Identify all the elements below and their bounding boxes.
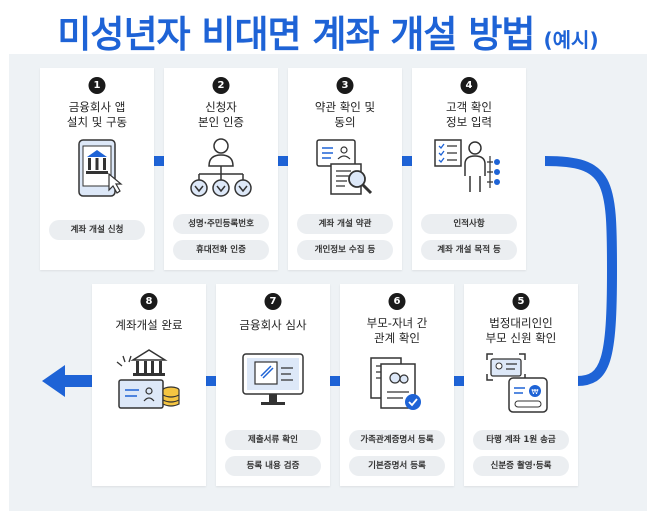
document-magnifier-icon <box>316 139 373 195</box>
step-label: 금융회사 앱 설치 및 구동 <box>66 100 128 129</box>
step-number: 1 <box>88 77 106 94</box>
connector-5-6 <box>452 376 468 386</box>
page-title: 미성년자 비대면 계좌 개설 방법 (예시) <box>0 4 656 58</box>
monitor-review-icon <box>242 353 304 405</box>
step-number: 4 <box>460 77 478 94</box>
connector-2-3 <box>276 156 292 166</box>
title-main: 미성년자 비대면 계좌 개설 방법 <box>57 13 535 56</box>
connector-3-4 <box>400 156 416 166</box>
family-certificate-icon <box>370 357 421 410</box>
step-1-card: 1 금융회사 앱 설치 및 구동 계좌 개설 신청 <box>40 68 154 270</box>
step-2-pill-1: 성명·주민등록번호 <box>173 214 269 234</box>
step-2-pill-2: 휴대전화 인증 <box>173 240 269 260</box>
step-7-pill-1: 제출서류 확인 <box>225 430 321 450</box>
step-1-pill-1: 계좌 개설 신청 <box>49 220 145 240</box>
connector-7-8 <box>204 376 220 386</box>
step-4-pill-2: 계좌 개설 목적 등 <box>421 240 517 260</box>
step-7-card: 7 금융회사 심사 제출서류 확인 등록 내용 검증 <box>216 284 330 486</box>
person-checklist-icon <box>434 139 500 192</box>
title-sub: (예시) <box>543 28 599 52</box>
step-label: 금융회사 심사 <box>239 318 307 332</box>
person-verification-icon <box>190 138 252 197</box>
step-3-card: 3 약관 확인 및 동의 계좌 개설 약관 개인정보 수집 등 <box>288 68 402 270</box>
connector-1-2 <box>152 156 168 166</box>
step-5-pill-1: 타행 계좌 1원 송금 <box>473 430 569 450</box>
step-number: 3 <box>336 77 354 94</box>
final-arrow <box>42 365 94 397</box>
bank-complete-icon <box>116 349 180 409</box>
connector-6-7 <box>328 376 344 386</box>
step-4-pill-1: 인적사항 <box>421 214 517 234</box>
step-2-card: 2 신청자 본인 인증 성명·주민등록번호 휴대전화 인증 <box>164 68 278 270</box>
step-label: 신청자 본인 인증 <box>198 100 244 129</box>
step-8-card: 8 계좌개설 완료 <box>92 284 206 486</box>
step-label: 부모-자녀 간 관계 확인 <box>366 316 428 345</box>
step-label: 고객 확인 정보 입력 <box>446 100 492 129</box>
step-6-pill-2: 기본증명서 등록 <box>349 456 445 476</box>
step-number: 2 <box>212 77 230 94</box>
step-label: 법정대리인인 부모 신원 확인 <box>485 316 557 345</box>
step-5-card: 5 법정대리인인 부모 신원 확인 ₩ 타행 계좌 1원 송금 신분증 촬영·등… <box>464 284 578 486</box>
step-number: 6 <box>388 293 406 310</box>
step-3-pill-1: 계좌 개설 약관 <box>297 214 393 234</box>
svg-text:₩: ₩ <box>532 388 539 396</box>
bank-app-phone-icon <box>78 139 123 197</box>
step-6-card: 6 부모-자녀 간 관계 확인 가족관계증명서 등록 기본증명서 등록 <box>340 284 454 486</box>
step-label: 계좌개설 완료 <box>115 318 183 332</box>
step-7-pill-2: 등록 내용 검증 <box>225 456 321 476</box>
step-number: 5 <box>512 293 530 310</box>
step-6-pill-1: 가족관계증명서 등록 <box>349 430 445 450</box>
step-3-pill-2: 개인정보 수집 등 <box>297 240 393 260</box>
step-label: 약관 확인 및 동의 <box>314 100 376 129</box>
loop-curve <box>544 156 618 386</box>
step-4-card: 4 고객 확인 정보 입력 인적사항 계좌 개설 목적 등 <box>412 68 526 270</box>
step-number: 8 <box>140 293 158 310</box>
id-card-scan-icon: ₩ <box>486 353 548 413</box>
step-number: 7 <box>264 293 282 310</box>
step-5-pill-2: 신분증 촬영·등록 <box>473 456 569 476</box>
